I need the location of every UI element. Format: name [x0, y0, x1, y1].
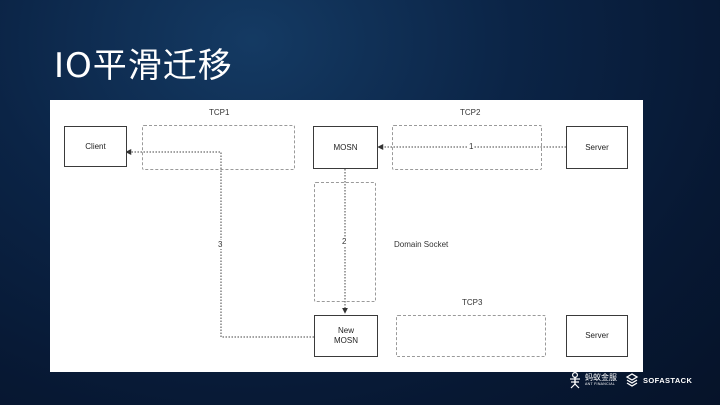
tcp2-group: [392, 125, 542, 170]
tcp3-label: TCP3: [462, 298, 483, 307]
tcp1-label: TCP1: [209, 108, 230, 117]
new-mosn-node: New MOSN: [314, 315, 378, 357]
ant-financial-sub: ANT FINANCIAL: [585, 381, 616, 386]
mosn-node: MOSN: [313, 126, 378, 169]
edge-3-label: 3: [217, 240, 224, 249]
edge-3-line: [125, 149, 314, 338]
ant-icon: [570, 371, 580, 389]
ant-financial-logo: 蚂蚁金服 ANT FINANCIAL: [568, 370, 617, 390]
server-bottom-node: Server: [566, 315, 628, 357]
server-top-node: Server: [566, 126, 628, 169]
client-node: Client: [64, 126, 127, 167]
sofastack-logo: SOFASTACK: [625, 370, 692, 390]
domain-socket-group: [314, 182, 376, 302]
tcp2-label: TCP2: [460, 108, 481, 117]
sofastack-icon: [625, 373, 639, 387]
domain-socket-label: Domain Socket: [394, 240, 449, 249]
tcp1-group: [142, 125, 295, 170]
diagram-canvas: TCP1 TCP2 TCP3 Domain Socket Client MOSN…: [50, 100, 643, 372]
edge-2-label: 2: [341, 237, 348, 246]
slide-title: IO平滑迁移: [54, 46, 233, 86]
edge-1-label: 1: [468, 142, 475, 151]
sofastack-text: SOFASTACK: [643, 375, 693, 385]
tcp3-group: [396, 315, 546, 357]
ant-financial-name: 蚂蚁金服: [585, 372, 617, 382]
